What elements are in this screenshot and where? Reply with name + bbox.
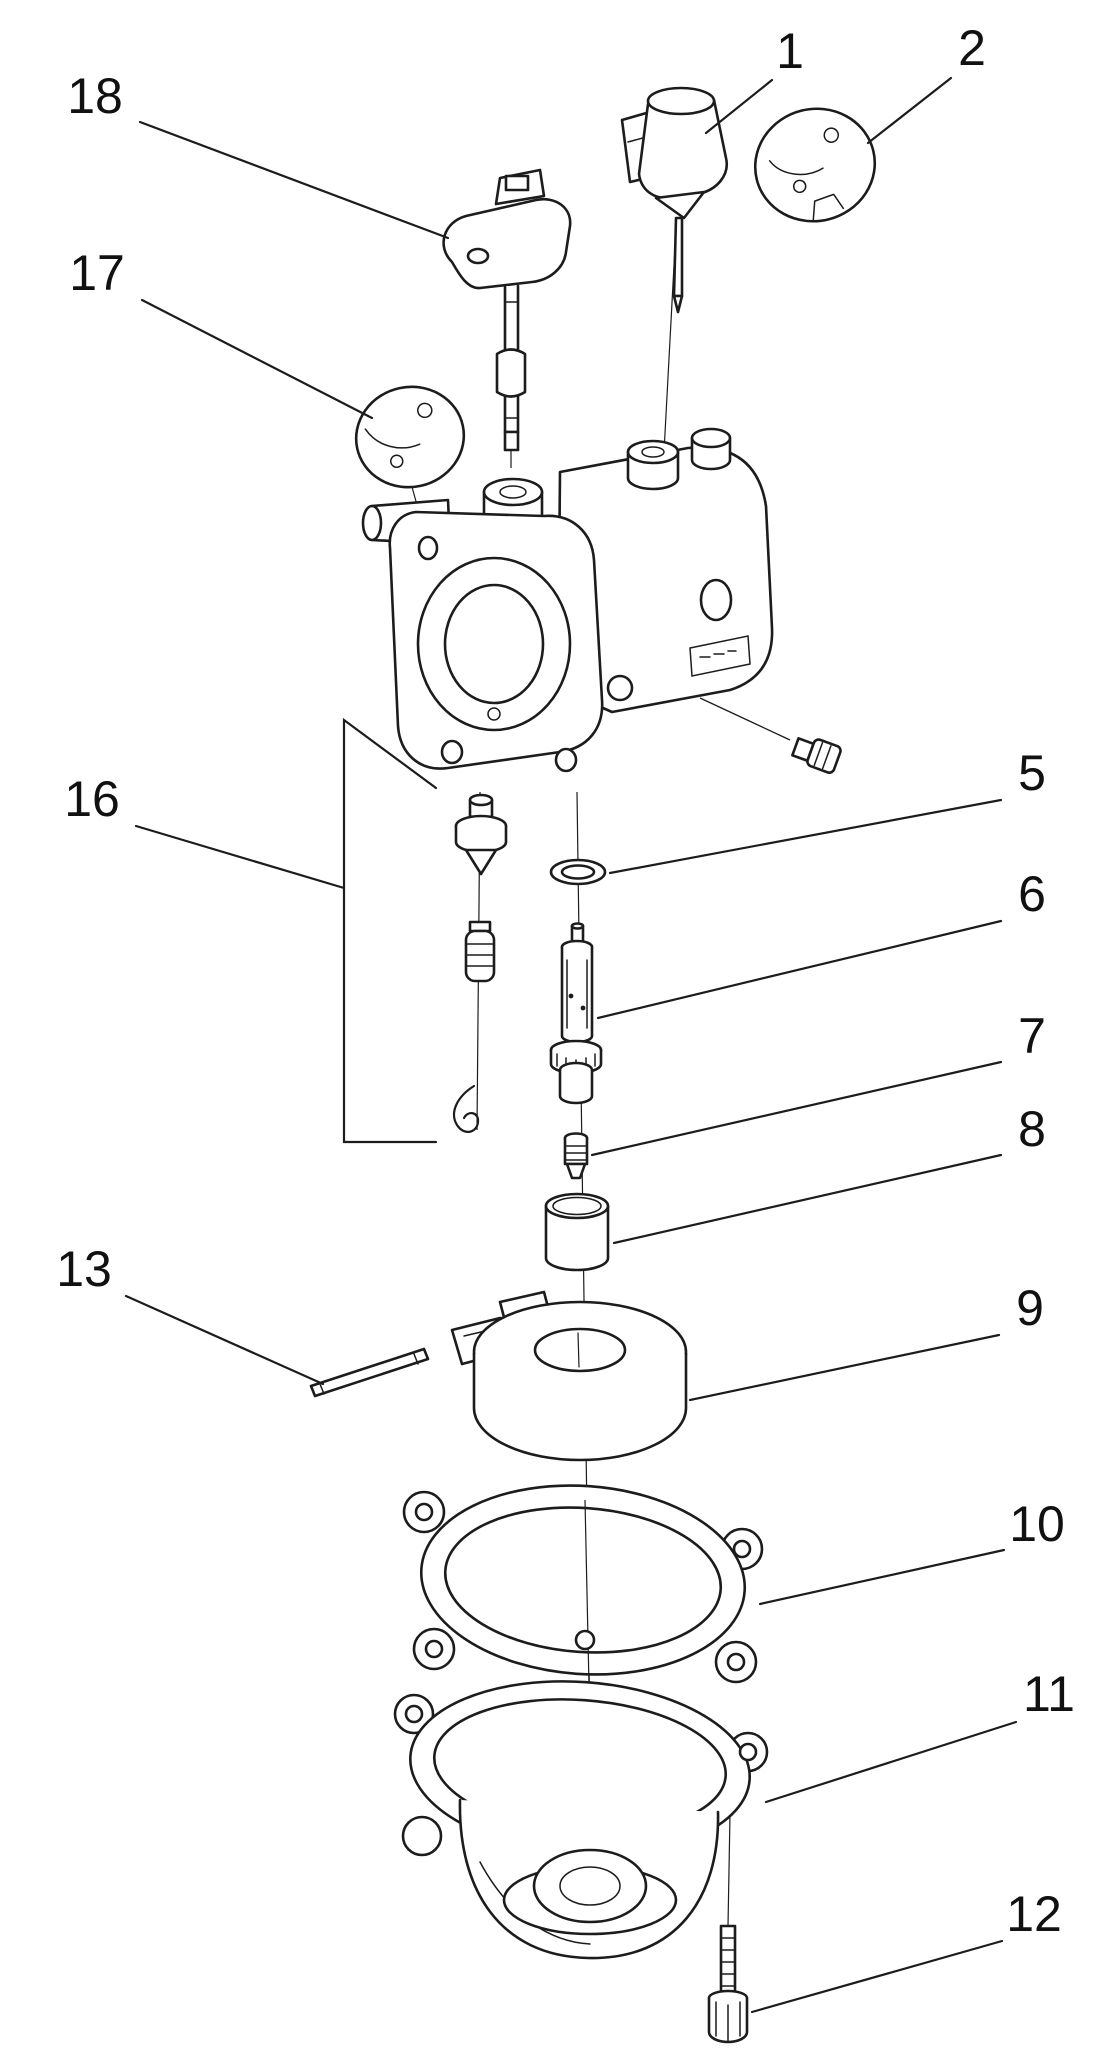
- part-float-valve-seat: [454, 793, 508, 876]
- callout-13-label: 13: [56, 1241, 112, 1297]
- callout-7-label: 7: [1018, 1008, 1046, 1064]
- part-cup-plug: [544, 1192, 610, 1272]
- callout-17-label: 17: [69, 245, 125, 301]
- part-main-jet-holder: [549, 1039, 603, 1105]
- callout-16-label: 16: [64, 771, 120, 827]
- callout-8-leader: [612, 1153, 1003, 1245]
- callout-18-leader: [138, 120, 450, 240]
- callout-11-leader: [764, 1720, 1018, 1804]
- callout-13-leader: [124, 1294, 325, 1386]
- part-bowl-gasket: [402, 1484, 764, 1687]
- part-retainer-clip: [452, 1084, 480, 1133]
- part-bowl-screw: [707, 1924, 749, 2044]
- callout-2-leader: [866, 76, 953, 145]
- callout-6-label: 6: [1018, 866, 1046, 922]
- callout-7-leader: [590, 1060, 1003, 1157]
- part-float-pin: [309, 1347, 430, 1398]
- part-float-valve-needle: [464, 920, 496, 983]
- part-idle-screw: [791, 737, 842, 774]
- part-throttle-shaft: [442, 168, 572, 452]
- callout-6-leader: [596, 919, 1003, 1020]
- part-carburetor-body: [361, 427, 842, 774]
- callout-9-leader: [688, 1333, 1001, 1402]
- callout-9-label: 9: [1016, 1280, 1044, 1336]
- part-float: [450, 1290, 688, 1462]
- callout-12-label: 12: [1006, 1886, 1062, 1942]
- part-float-bowl: [393, 1680, 769, 1960]
- callout-16-bracket: [342, 717, 438, 1144]
- callout-5-leader: [608, 798, 1003, 875]
- callout-12-leader: [750, 1939, 1004, 2014]
- part-jet-insert: [563, 1132, 589, 1180]
- callout-16-leader: [134, 824, 346, 890]
- callout-18-label: 18: [67, 68, 123, 124]
- callout-10-leader: [758, 1548, 1006, 1606]
- part-washer: [549, 858, 607, 886]
- callout-2-label: 2: [958, 20, 986, 76]
- callout-10-label: 10: [1009, 1496, 1065, 1552]
- part-choke-plate: [753, 107, 877, 223]
- part-choke-shaft: [620, 86, 729, 314]
- callout-5-label: 5: [1018, 745, 1046, 801]
- part-throttle-plate: [354, 385, 466, 489]
- part-main-nozzle: [560, 922, 594, 1044]
- callout-8-label: 8: [1018, 1101, 1046, 1157]
- callout-1-leader: [704, 78, 774, 135]
- callout-1-label: 1: [776, 23, 804, 79]
- callout-11-label: 11: [1023, 1666, 1075, 1722]
- callout-17-leader: [140, 298, 374, 420]
